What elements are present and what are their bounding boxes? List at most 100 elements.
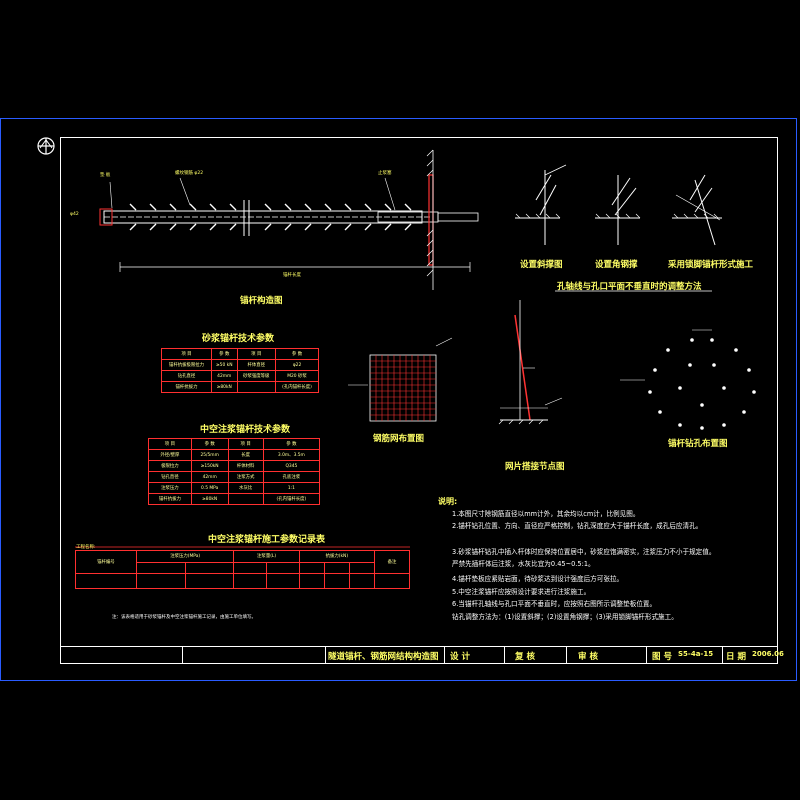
bolt-structure-view	[99, 149, 479, 290]
table-cell: (孔内锚杆长度)	[275, 381, 319, 393]
mesh-grid	[369, 354, 437, 422]
table-cell	[374, 573, 410, 589]
table-cell: 42mm	[210, 370, 238, 382]
record-table-title: 中空注浆锚杆施工参数记录表	[208, 535, 326, 545]
table-cell: ≥80kN	[210, 381, 238, 393]
note-item: 6.当锚杆孔轴线与孔口平面不垂直时，应按照右图所示调整垫板位置。	[452, 600, 657, 608]
label-diameter: φ42	[70, 212, 79, 217]
table-cell: M20 砂浆	[275, 370, 319, 382]
table-header: 备注	[374, 550, 410, 574]
table-cell	[298, 561, 325, 574]
label-length: 锚杆长度	[283, 273, 301, 278]
table-cell: 1:1	[262, 482, 321, 494]
method-views	[515, 164, 722, 246]
table-cell: 注浆压力	[148, 482, 192, 494]
table-cell: 锚杆抗拔力	[148, 493, 192, 505]
table-cell: 锚杆抗拔极限拉力	[161, 359, 212, 371]
table-cell	[266, 561, 300, 574]
table-header: 参 数	[190, 438, 229, 450]
table-cell	[323, 573, 350, 589]
table-row: 锚杆抗拔力 ≥80kN (孔内锚杆长度)	[161, 381, 319, 393]
compass-icon	[37, 137, 55, 155]
table-cell: 外径/壁厚	[148, 449, 192, 461]
table-row: 钻孔直径 42mm 注浆方式 孔底注浆	[148, 471, 321, 483]
review-label: 复 核	[515, 652, 535, 662]
table-cell	[236, 381, 277, 393]
table-header: 参 数	[210, 348, 238, 360]
table-cell	[184, 561, 235, 574]
table-header: 参 数	[275, 348, 319, 360]
label-rib: 螺纹钢筋 φ22	[175, 171, 204, 176]
table-cell: 锚杆抗拔力	[161, 381, 212, 393]
table-header: 注浆量(L)	[233, 550, 300, 563]
mortar-table-title: 砂浆锚杆技术参数	[202, 334, 275, 344]
title-block: 隧道锚杆、钢筋网结构构造图 设 计 复 核 审 核 图 号 S5-4a-15 日…	[60, 646, 784, 664]
table-cell	[323, 561, 350, 574]
record-footnote: 注：该表格适用于砂浆锚杆及中空注浆锚杆施工记录，由施工单位填写。	[112, 615, 256, 620]
table-row: 锚杆抗拔力 ≥80kN (孔内锚杆长度)	[148, 493, 321, 505]
table-header: 锚杆编号	[75, 550, 137, 574]
table-cell	[135, 561, 186, 574]
note-item: 严禁先插杆体后注浆，水灰比宜为0.45~0.5:1。	[452, 560, 595, 568]
bolt-hole-caption: 锚杆钻孔布置图	[668, 439, 728, 449]
table-header: 项 目	[148, 438, 192, 450]
hollow-params-table: 项 目 参 数 项 目 参 数 外径/壁厚 25/5mm 长度 3.0m、3.5…	[148, 438, 321, 505]
mesh-layout-caption: 钢筋网布置图	[373, 434, 425, 444]
table-cell: φ22	[275, 359, 319, 371]
table-cell	[227, 493, 264, 505]
table-cell: 长度	[227, 449, 264, 461]
table-cell: ≥50 kN	[210, 359, 238, 371]
note-item: 1.本图尺寸除钢筋直径以mm计外，其余均以cm计，比例见图。	[452, 510, 640, 518]
drawing-title: 隧道锚杆、钢筋网结构构造图	[328, 652, 439, 662]
table-row: 外径/壁厚 25/5mm 长度 3.0m、3.5m	[148, 449, 321, 461]
note-item: 4.锚杆垫板应紧贴岩面，待砂浆达到设计强度后方可张拉。	[452, 575, 624, 583]
adjust-method-caption: 孔轴线与孔口平面不垂直时的调整方法	[557, 282, 702, 292]
table-cell	[184, 573, 235, 589]
table-cell	[233, 561, 268, 574]
table-row	[75, 573, 410, 589]
drawing-no-label: 图 号	[652, 652, 672, 662]
approve-label: 审 核	[578, 652, 598, 662]
table-row: 极限拉力 ≥150kN 杆体材料 Q345	[148, 460, 321, 472]
table-row: 注浆压力 0.5 MPa 水灰比 1:1	[148, 482, 321, 494]
date-label: 日 期	[726, 652, 746, 662]
label-bolt-head: 垫 板	[100, 173, 111, 178]
outer-border	[0, 118, 797, 681]
hollow-table-title: 中空注浆锚杆技术参数	[200, 425, 291, 435]
table-cell: 杆体直径	[236, 359, 277, 371]
method-2-caption: 设置角钢撑	[595, 260, 638, 270]
table-cell: Q345	[262, 460, 321, 472]
table-cell	[135, 573, 186, 589]
note-item: 3.砂浆锚杆钻孔中插入杆体时应保持位置居中，砂浆应饱满密实，注浆压力不小于规定值…	[452, 548, 716, 556]
table-header: 注浆压力(MPa)	[135, 550, 235, 563]
table-cell: 砂浆强度等级	[236, 370, 277, 382]
table-cell: 42mm	[190, 471, 229, 483]
bolt-hole-layout	[648, 338, 756, 430]
table-cell: 3.0m、3.5m	[262, 449, 321, 461]
note-item: 钻孔调整方法为：(1)设置斜撑；(2)设置角钢撑；(3)采用锁脚锚杆形式施工。	[452, 613, 678, 621]
table-cell: 杆体材料	[227, 460, 264, 472]
table-cell	[233, 573, 268, 589]
mesh-node-view	[498, 300, 563, 425]
table-cell	[348, 573, 376, 589]
table-cell: 0.5 MPa	[190, 482, 229, 494]
table-header: 抗拔力(kN)	[298, 550, 376, 563]
drawing-no: S5-4a-15	[678, 650, 714, 658]
note-item: 5.中空注浆锚杆应按照设计要求进行注浆施工。	[452, 588, 591, 596]
table-header: 项 目	[236, 348, 277, 360]
table-cell	[266, 573, 300, 589]
table-header: 参 数	[262, 438, 321, 450]
table-cell: 钻孔直径	[148, 471, 192, 483]
table-cell	[298, 573, 325, 589]
date-value: 2006.06	[752, 650, 784, 658]
label-nut: 止浆塞	[378, 171, 392, 176]
table-row: 锚杆抗拔极限拉力 ≥50 kN 杆体直径 φ22	[161, 359, 319, 371]
bolt-structure-caption: 锚杆构造图	[240, 296, 283, 306]
mortar-params-table: 项 目 参 数 项 目 参 数 锚杆抗拔极限拉力 ≥50 kN 杆体直径 φ22…	[161, 348, 319, 393]
table-cell: 极限拉力	[148, 460, 192, 472]
drawing-border	[60, 137, 778, 664]
table-cell: 水灰比	[227, 482, 264, 494]
method-3-caption: 采用锁脚锚杆形式施工	[668, 260, 754, 270]
table-header: 项 目	[161, 348, 212, 360]
